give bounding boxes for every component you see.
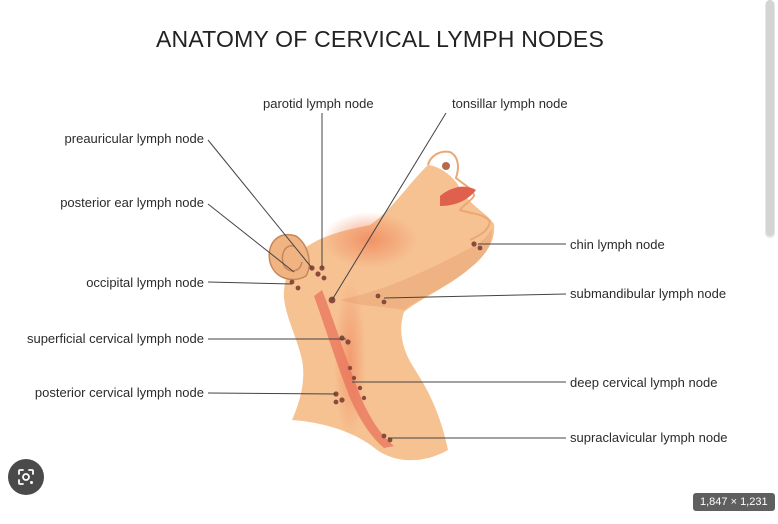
neck-muscle <box>314 290 394 448</box>
label-tonsillar: tonsillar lymph node <box>452 96 568 111</box>
scrollbar-thumb[interactable] <box>766 0 774 236</box>
label-preauricular: preauricular lymph node <box>64 131 204 146</box>
label-supraclavicular: supraclavicular lymph node <box>570 430 728 445</box>
neck-shape <box>283 165 495 461</box>
lips <box>440 186 476 206</box>
image-dimensions-badge: 1,847 × 1,231 <box>693 493 775 511</box>
label-deep-cervical: deep cervical lymph node <box>570 375 718 390</box>
label-chin: chin lymph node <box>570 237 665 252</box>
jaw-shadow <box>340 228 493 310</box>
label-occipital: occipital lymph node <box>86 275 204 290</box>
label-superficial-cervical: superficial cervical lymph node <box>26 331 204 346</box>
face-profile <box>427 150 492 241</box>
lymph-nodes <box>289 241 483 443</box>
leader-lines <box>207 112 567 439</box>
diagram-title: ANATOMY OF CERVICAL LYMPH NODES <box>156 26 604 52</box>
visual-search-icon <box>18 469 34 485</box>
nostril <box>442 162 450 170</box>
label-submandibular: submandibular lymph node <box>570 286 727 301</box>
visual-search-button[interactable] <box>8 459 44 495</box>
label-posterior-cervical: posterior cervical lymph node <box>34 385 204 400</box>
parotid-glow <box>322 212 418 268</box>
label-posterior-ear: posterior ear lymph node <box>60 195 204 210</box>
ear-inner <box>281 245 303 272</box>
label-parotid: parotid lymph node <box>263 96 374 111</box>
